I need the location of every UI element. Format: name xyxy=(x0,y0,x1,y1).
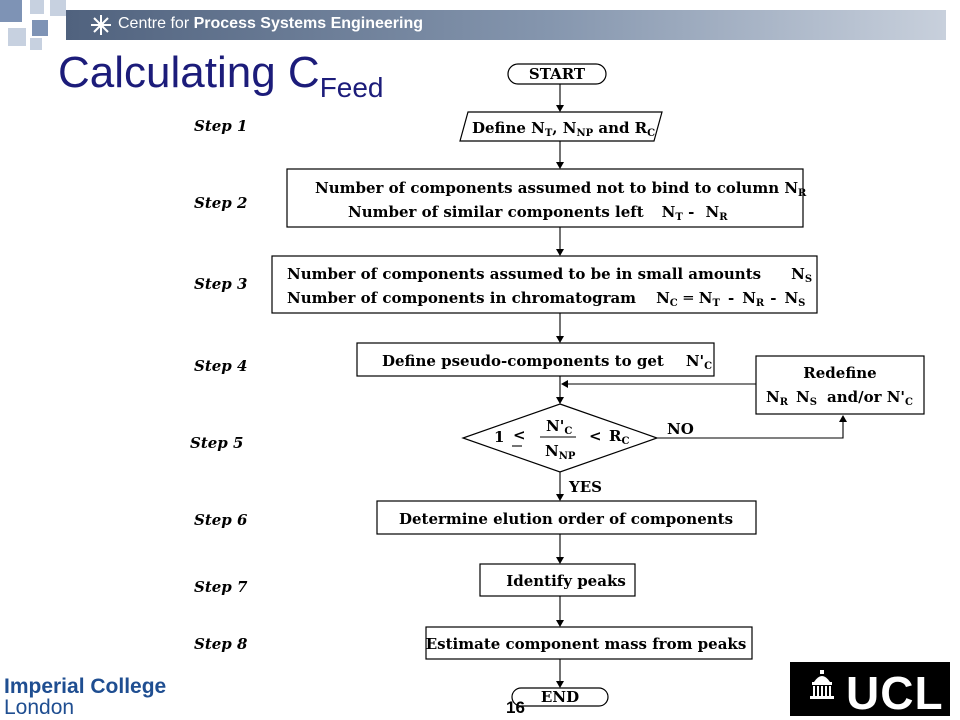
imperial-line2: London xyxy=(4,696,75,719)
step-label-8: Step 8 xyxy=(194,635,248,653)
step7-text: Identify peaks xyxy=(506,572,626,590)
step-label-7: Step 7 xyxy=(194,578,248,596)
step1-text: Define NT, NNP and RC xyxy=(472,119,655,139)
end-label: END xyxy=(541,688,579,706)
step5-one: 1 xyxy=(494,428,504,446)
no-label: NO xyxy=(667,420,694,438)
step-label-5: Step 5 xyxy=(190,434,243,452)
ucl-text: UCL xyxy=(846,667,944,719)
step5-le: < xyxy=(513,426,526,444)
step5-denominator: NNP xyxy=(545,442,576,462)
header-bar: Centre for Process Systems Engineering xyxy=(0,0,960,50)
page-title: Calculating CFeed xyxy=(58,48,384,103)
corner-square-1 xyxy=(0,0,22,22)
connector-no-redefine xyxy=(657,415,847,439)
snowflake-icon xyxy=(91,15,111,35)
step3-line1: Number of components assumed to be in sm… xyxy=(287,265,812,285)
end-terminal xyxy=(511,687,609,707)
step-label-1: Step 1 xyxy=(194,117,247,135)
start-label: START xyxy=(529,65,586,83)
step4-box xyxy=(356,342,715,377)
yes-label: YES xyxy=(568,478,602,496)
step6-box xyxy=(376,500,757,535)
step-label-6: Step 6 xyxy=(194,511,248,529)
step7-box xyxy=(479,563,636,597)
imperial-college-logo: Imperial College London xyxy=(4,676,166,718)
portico-icon xyxy=(810,670,834,699)
step5-rc: RC xyxy=(609,427,629,447)
step8-text: Estimate component mass from peaks xyxy=(426,635,747,653)
step-label-4: Step 4 xyxy=(194,357,247,375)
step-label-3: Step 3 xyxy=(194,275,247,293)
step5-lt: < xyxy=(589,427,602,445)
ucl-logo: UCL xyxy=(790,662,950,719)
corner-square-2 xyxy=(30,0,44,14)
cpse-banner: Centre for Process Systems Engineering xyxy=(66,10,946,40)
step2-box xyxy=(286,168,804,228)
step8-box xyxy=(425,626,753,660)
corner-square-4 xyxy=(8,28,26,46)
step1-input-box xyxy=(459,111,663,142)
corner-square-5 xyxy=(32,20,48,36)
step6-text: Determine elution order of components xyxy=(399,510,733,528)
corner-square-3 xyxy=(50,0,66,16)
page-number: 16 xyxy=(506,698,525,717)
banner-text: Centre for Process Systems Engineering xyxy=(118,15,424,32)
step-label-2: Step 2 xyxy=(194,194,247,212)
step5-numerator: N'C xyxy=(546,417,572,437)
step3-box xyxy=(271,255,818,314)
redefine-box xyxy=(755,355,925,415)
start-terminal xyxy=(507,63,607,85)
corner-square-6 xyxy=(30,38,42,50)
redefine-title: Redefine xyxy=(803,364,876,382)
imperial-line1: Imperial College xyxy=(4,675,167,698)
step2-line1: Number of components assumed not to bind… xyxy=(315,179,807,199)
